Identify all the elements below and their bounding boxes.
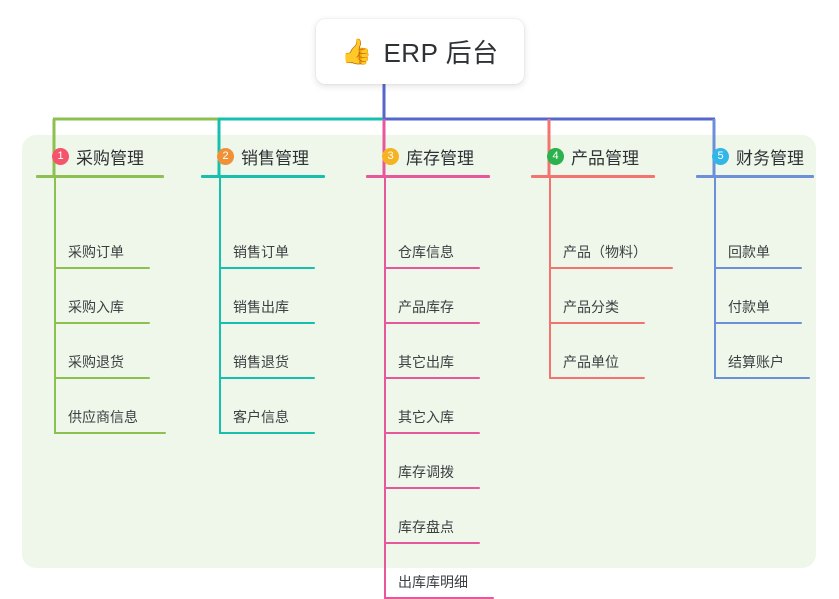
branch-item-label: 销售订单	[233, 244, 289, 260]
branch-item-rule	[549, 377, 645, 379]
branch-item[interactable]: 回款单	[714, 235, 806, 269]
branch-item[interactable]: 客户信息	[219, 400, 319, 434]
branch-header-3[interactable]: 3 库存管理	[366, 144, 474, 168]
branch-item[interactable]: 产品（物料）	[549, 235, 677, 269]
branch-header-5[interactable]: 5 财务管理	[696, 144, 804, 168]
branch-item-label: 库存盘点	[398, 519, 454, 535]
thumbs-up-icon: 👍	[341, 38, 373, 66]
branch-item[interactable]: 产品库存	[384, 290, 484, 324]
branch-item-rule	[54, 377, 150, 379]
branch-item-label: 仓库信息	[398, 244, 454, 260]
branch-item-label: 采购订单	[68, 244, 124, 260]
branch-header-4[interactable]: 4 产品管理	[531, 144, 639, 168]
branch-item[interactable]: 库存盘点	[384, 510, 484, 544]
branch-header-rule	[36, 175, 164, 178]
branch-title: 销售管理	[241, 148, 309, 168]
branch-item-rule	[54, 322, 150, 324]
branch-spine	[384, 178, 386, 599]
branch-spine	[714, 178, 716, 379]
branch-item-rule	[219, 377, 315, 379]
branch-column-5: 5 财务管理回款单付款单结算账户	[696, 144, 814, 379]
branch-number-badge: 5	[712, 147, 729, 165]
branch-item-label: 供应商信息	[68, 409, 138, 425]
branch-title: 财务管理	[736, 148, 804, 168]
branch-item-label: 产品分类	[563, 299, 619, 315]
root-node[interactable]: 👍 ERP 后台	[316, 19, 524, 84]
branch-item-rule	[54, 432, 166, 434]
branch-title: 采购管理	[76, 148, 144, 168]
branch-number-badge: 2	[217, 147, 234, 165]
branch-item[interactable]: 采购退货	[54, 345, 154, 379]
branch-header-1[interactable]: 1 采购管理	[36, 144, 144, 168]
branch-item-rule	[384, 267, 480, 269]
branch-item-label: 采购入库	[68, 299, 124, 315]
branch-item-label: 库存调拨	[398, 464, 454, 480]
branch-item-label: 付款单	[728, 299, 770, 315]
branch-item-label: 销售出库	[233, 299, 289, 315]
branch-title: 库存管理	[406, 148, 474, 168]
branch-number-badge: 4	[547, 147, 564, 165]
branch-title: 产品管理	[571, 148, 639, 168]
branch-item[interactable]: 其它出库	[384, 345, 484, 379]
branch-column-2: 2 销售管理销售订单销售出库销售退货客户信息	[201, 144, 325, 434]
branch-item-label: 回款单	[728, 244, 770, 260]
branch-item-rule	[219, 267, 315, 269]
branch-item[interactable]: 其它入库	[384, 400, 484, 434]
branch-item[interactable]: 库存调拨	[384, 455, 484, 489]
branch-column-3: 3 库存管理仓库信息产品库存其它出库其它入库库存调拨库存盘点出库库明细	[366, 144, 494, 599]
branch-item[interactable]: 产品分类	[549, 290, 649, 324]
branch-item-rule	[549, 267, 673, 269]
branch-spine	[54, 178, 56, 434]
branch-item-rule	[549, 322, 645, 324]
branch-item-label: 产品库存	[398, 299, 454, 315]
branch-item-label: 其它出库	[398, 354, 454, 370]
branch-item-label: 结算账户	[728, 354, 784, 370]
branch-item[interactable]: 销售退货	[219, 345, 319, 379]
branch-item-rule	[384, 487, 480, 489]
branch-item[interactable]: 产品单位	[549, 345, 649, 379]
branch-column-4: 4 产品管理产品（物料） 产品分类产品单位	[531, 144, 673, 379]
branch-item-label: 采购退货	[68, 354, 124, 370]
branch-column-1: 1 采购管理采购订单采购入库采购退货供应商信息	[36, 144, 166, 434]
branch-item-rule	[714, 377, 810, 379]
branch-item-label: 客户信息	[233, 409, 289, 425]
branch-number-badge: 1	[52, 147, 69, 165]
branch-item-rule	[384, 377, 480, 379]
branch-item-rule	[219, 432, 315, 434]
diagram-background-panel	[22, 135, 816, 568]
branch-header-rule	[366, 175, 490, 178]
branch-header-rule	[201, 175, 325, 178]
branch-spine	[219, 178, 221, 434]
branch-item-label: 其它入库	[398, 409, 454, 425]
branch-item[interactable]: 结算账户	[714, 345, 814, 379]
branch-item[interactable]: 付款单	[714, 290, 806, 324]
branch-item-rule	[384, 542, 480, 544]
branch-item[interactable]: 采购入库	[54, 290, 154, 324]
branch-item[interactable]: 销售出库	[219, 290, 319, 324]
branch-item[interactable]: 采购订单	[54, 235, 154, 269]
branch-item[interactable]: 出库库明细	[384, 565, 498, 599]
branch-spine	[549, 178, 551, 379]
branch-item-label: 产品单位	[563, 354, 619, 370]
branch-item-label: 出库库明细	[398, 574, 468, 590]
branch-header-rule	[696, 175, 814, 178]
branch-item-label: 销售退货	[233, 354, 289, 370]
branch-item-rule	[384, 322, 480, 324]
branch-item-rule	[714, 267, 802, 269]
branch-item[interactable]: 仓库信息	[384, 235, 484, 269]
branch-item-rule	[714, 322, 802, 324]
branch-item-label: 产品（物料）	[563, 244, 647, 260]
branch-header-2[interactable]: 2 销售管理	[201, 144, 309, 168]
branch-item-rule	[219, 322, 315, 324]
branch-item[interactable]: 销售订单	[219, 235, 319, 269]
branch-item-rule	[384, 432, 480, 434]
branch-item-rule	[54, 267, 150, 269]
branch-number-badge: 3	[382, 147, 399, 165]
root-node-label: ERP 后台	[383, 38, 499, 68]
branch-item[interactable]: 供应商信息	[54, 400, 170, 434]
branch-header-rule	[531, 175, 655, 178]
